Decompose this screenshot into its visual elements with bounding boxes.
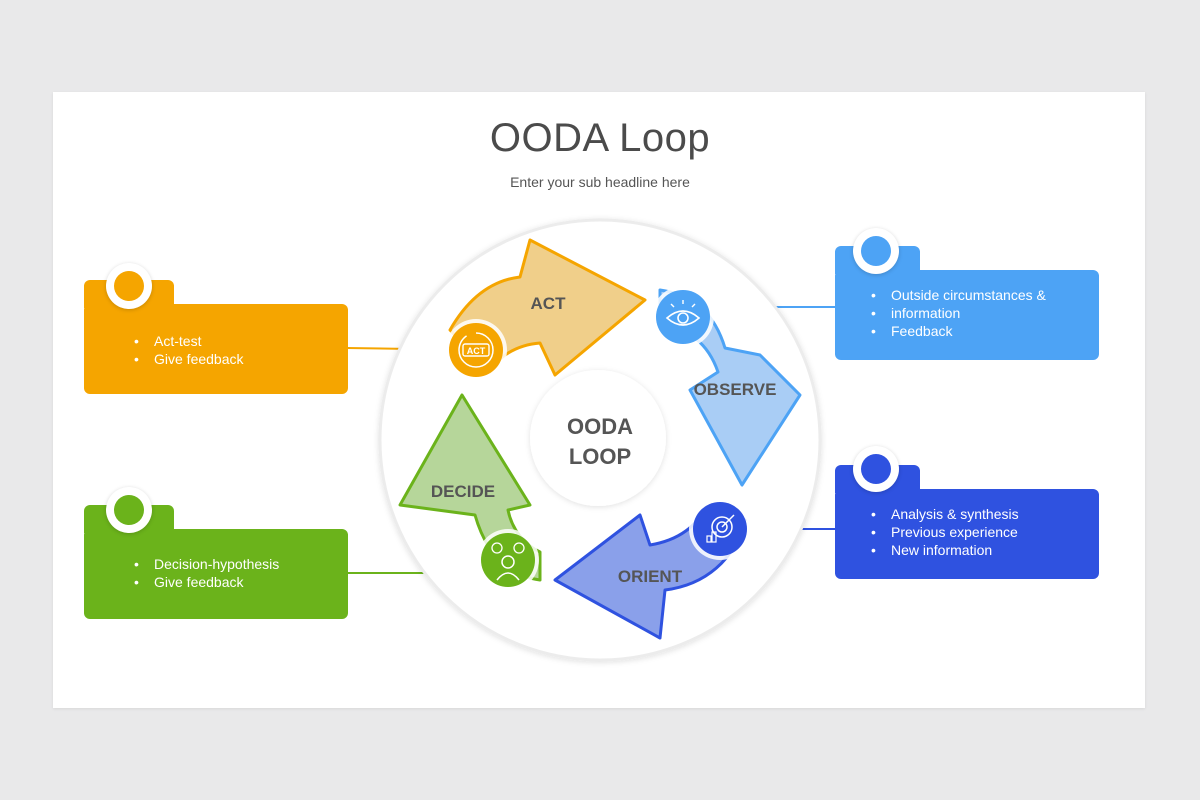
act-label: ACT [531, 294, 567, 313]
act-item: Give feedback [132, 350, 244, 368]
decide-list: Decision-hypothesis Give feedback [132, 555, 279, 591]
decide-label: DECIDE [431, 482, 495, 501]
observe-item-continuation: information [891, 305, 961, 321]
observe-item-continued: information [869, 304, 1046, 322]
orient-item: Analysis & synthesis [869, 505, 1019, 523]
observe-item: Feedback [869, 322, 1046, 340]
act-card-body: Act-test Give feedback [84, 304, 348, 394]
target-icon [689, 498, 751, 560]
orient-list: Analysis & synthesis Previous experience… [869, 505, 1019, 559]
decide-item: Decision-hypothesis [132, 555, 279, 573]
act-icon-text: ACT [467, 346, 486, 356]
center-circle [530, 370, 666, 506]
decision-person-icon [477, 529, 539, 591]
page-subtitle: Enter your sub headline here [510, 174, 690, 190]
observe-marker [853, 228, 899, 274]
observe-label: OBSERVE [694, 380, 777, 399]
page-title: OODA Loop [489, 116, 711, 160]
decide-marker [106, 487, 152, 533]
observe-list: Outside circumstances & information Feed… [869, 286, 1046, 340]
orient-label: ORIENT [618, 567, 683, 586]
orient-item: Previous experience [869, 523, 1019, 541]
decide-card-body: Decision-hypothesis Give feedback [84, 529, 348, 619]
orient-marker [853, 446, 899, 492]
observe-card-body: Outside circumstances & information Feed… [835, 270, 1099, 360]
act-icon: ACT [445, 319, 507, 381]
act-list: Act-test Give feedback [132, 332, 244, 368]
center-label-line1: OODA [567, 414, 633, 439]
act-item: Act-test [132, 332, 244, 350]
observe-item: Outside circumstances & [869, 286, 1046, 304]
eye-icon [652, 286, 714, 348]
orient-item: New information [869, 541, 1019, 559]
act-marker [106, 263, 152, 309]
center-label-line2: LOOP [569, 444, 631, 469]
decide-item: Give feedback [132, 573, 279, 591]
orient-card-body: Analysis & synthesis Previous experience… [835, 489, 1099, 579]
